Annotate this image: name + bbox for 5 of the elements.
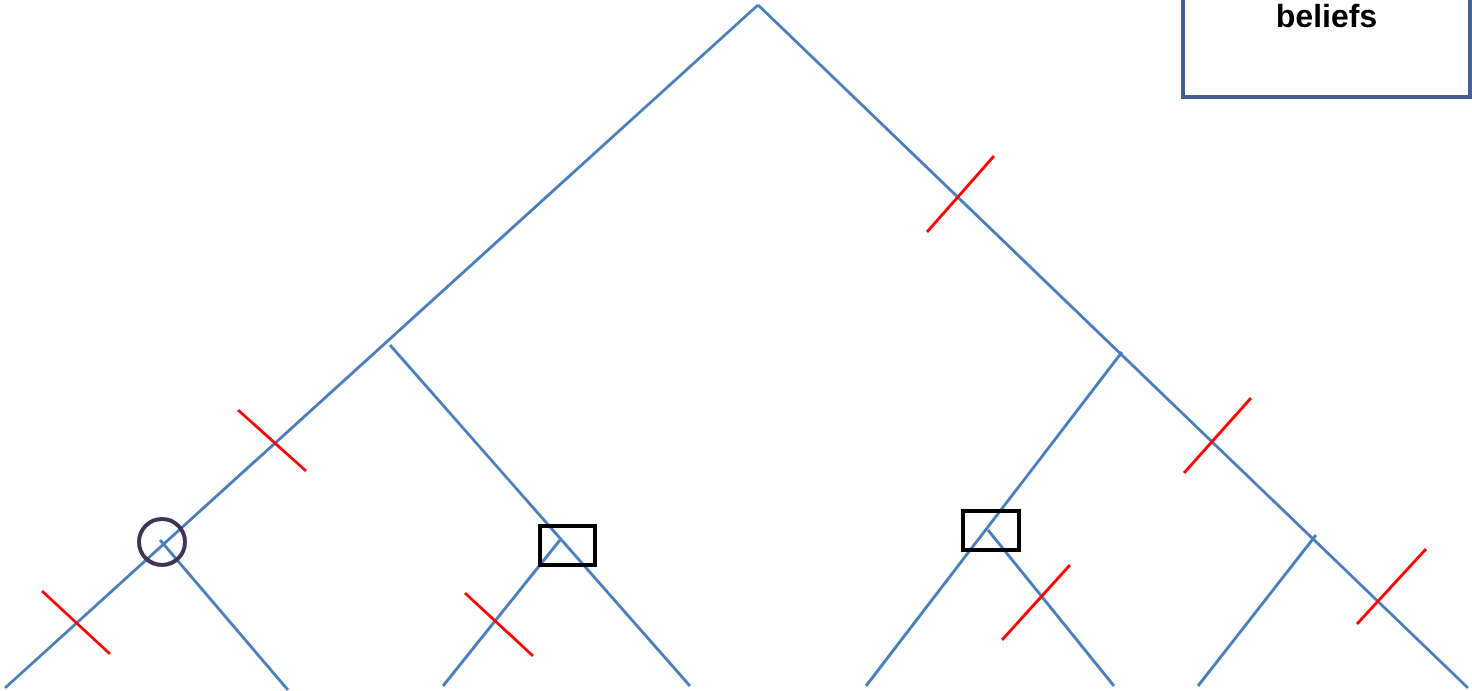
circle-marker <box>137 517 187 567</box>
box-label: beliefs <box>1277 3 1376 28</box>
square-marker <box>538 524 597 567</box>
text-box <box>1181 0 1472 99</box>
square-marker <box>961 509 1021 552</box>
